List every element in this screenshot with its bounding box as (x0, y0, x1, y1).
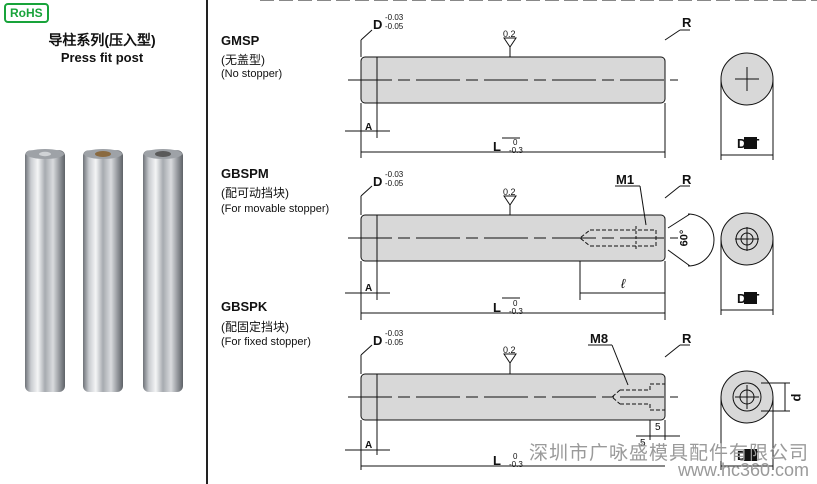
gbspm-dim-d: D (373, 174, 383, 189)
rohs-badge: RoHS (4, 3, 49, 23)
watermark-url: www.hc360.com (677, 460, 809, 480)
gmsp-d-tol-upper: -0.03 (385, 13, 404, 22)
gbspk-dim-r: R (682, 331, 692, 346)
gbspm-d-tol-upper: -0.03 (385, 170, 404, 179)
gmsp-dim-d: D (373, 17, 383, 32)
gmsp-l-tol-upper: 0 (513, 138, 518, 147)
post-1 (25, 149, 65, 392)
gbspk-dim-l: L (493, 453, 501, 468)
gbspk-l-tol-upper: 0 (513, 452, 518, 461)
gmsp-name-cn: (无盖型) (221, 53, 265, 67)
gbspm-name-en: (For movable stopper) (221, 203, 330, 215)
gbspm-end-view (720, 212, 774, 315)
gmsp-l-tol-lower: -0.3 (509, 146, 523, 155)
post-3 (143, 149, 183, 392)
gmsp-d-tol-lower: -0.05 (385, 22, 404, 31)
gbspk-dim-d: D (373, 333, 383, 348)
gbspk-dim-5a: 5 (655, 422, 661, 433)
gbspk-name-cn: (配固定挡块) (221, 320, 289, 334)
gbspk-end-view (720, 370, 790, 470)
watermark-company: 深圳市广咏盛模具配件有限公司 (528, 443, 809, 464)
gmsp-dim-r: R (682, 15, 692, 30)
panel-divider (206, 0, 208, 484)
gbspm-angle: 60° (678, 229, 691, 247)
gbspk-l-tol-lower: -0.3 (509, 460, 523, 469)
gmsp-name-en: (No stopper) (221, 68, 283, 80)
gmsp-dim-l: L (493, 139, 501, 154)
gbspm-dim-m1: M1 (616, 172, 635, 187)
gbspm-d-tol-lower: -0.05 (385, 179, 404, 188)
gbspm-l-tol-upper: 0 (513, 299, 518, 308)
gbspk-pin (345, 344, 690, 470)
gbspm-dim-ell: ℓ (621, 276, 626, 291)
series-title-cn: 导柱系列(压入型) (48, 32, 156, 48)
series-title-en: Press fit post (60, 50, 144, 65)
gmsp-pin (345, 29, 690, 158)
gmsp-flatness: 0.2 (503, 29, 516, 39)
post-2 (83, 149, 123, 392)
gbspm-dim-r: R (682, 172, 692, 187)
product-photo-panel: RoHS 导柱系列(压入型) Press fit post (0, 0, 204, 484)
product-photo (25, 149, 183, 392)
gbspm-pin (345, 185, 715, 320)
gbspk-dim-a: A (365, 440, 373, 451)
gbspm-name-cn: (配可动挡块) (221, 186, 289, 200)
gmsp-end-view (720, 52, 774, 160)
gbspk-code: GBSPK (221, 299, 268, 314)
gbspk-dim-m8: M8 (590, 331, 609, 346)
gbspk-d-tol-upper: -0.03 (385, 329, 404, 338)
gbspm-dim-a: A (365, 283, 373, 294)
gmsp-dim-a: A (365, 122, 373, 133)
gbspk-dim-dt: DT (737, 448, 765, 463)
gbspk-d-tol-lower: -0.05 (385, 338, 404, 347)
gbspk-flatness: 0.2 (503, 345, 516, 355)
gbspk-dim-5b: 5 (640, 438, 646, 449)
gbspm-dim-l: L (493, 300, 501, 315)
gbspk-name-en: (For fixed stopper) (221, 336, 311, 348)
gmsp-dim-dt: DT (737, 136, 765, 151)
gbspm-code: GBSPM (221, 166, 269, 181)
gbspk-dim-d-small: d (788, 393, 804, 402)
gbspm-dim-dt: DT (737, 291, 765, 306)
gbspm-l-tol-lower: -0.3 (509, 307, 523, 316)
gmsp-code: GMSP (221, 33, 260, 48)
gbspm-flatness: 0.2 (503, 187, 516, 197)
